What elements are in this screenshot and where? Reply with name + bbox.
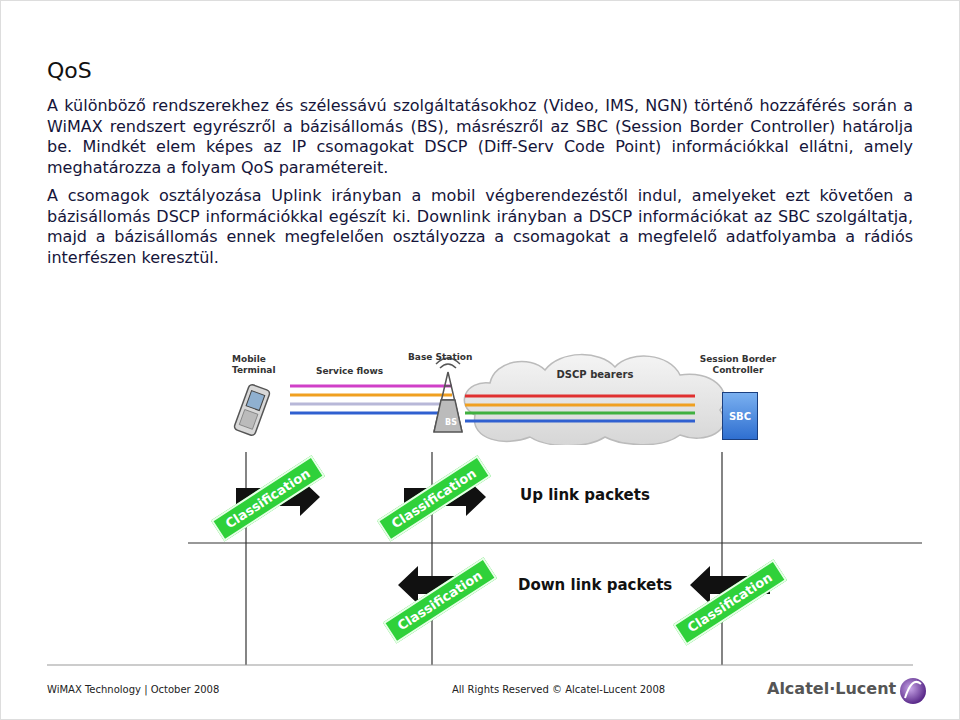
footer-text: All Rights Reserved © Alcatel-Lucent 200…: [452, 684, 692, 696]
tower-label: BS: [441, 418, 461, 428]
body-paragraph: A csomagok osztályozása Uplink irányban …: [47, 186, 913, 268]
device-label: Mobile Terminal: [232, 354, 282, 376]
network-cloud: DSCP bearers: [455, 345, 735, 445]
base-station-tower: [434, 358, 462, 432]
footer-text: WiMAX Technology | October 2008: [47, 684, 267, 696]
unit-label: SBC: [729, 411, 751, 422]
timeline-lines: [188, 452, 922, 665]
unit-heading: Session Border Controller: [692, 354, 784, 376]
cloud-label: DSCP bearers: [455, 369, 735, 380]
classification-tag: Classification: [673, 559, 787, 645]
service-flow-lines: [290, 386, 452, 413]
packet-arrows: [236, 478, 770, 604]
logo-swoosh: [905, 682, 921, 698]
slide-title: QoS: [47, 58, 92, 83]
device-label: Base Station: [408, 352, 488, 363]
direction-label: Up link packets: [520, 486, 720, 504]
sbc-box: SBC: [722, 392, 758, 440]
body-paragraph: A különböző rendszerekhez és szélessávú …: [47, 96, 913, 178]
footer-rule: [47, 665, 913, 666]
sbc-unit: Session Border ControllerSBC: [692, 354, 784, 440]
direction-label: Down link packets: [518, 576, 718, 594]
company-logo-text: Alcatel·Lucent: [767, 679, 896, 699]
logo-mark: [900, 678, 926, 704]
classification-tag: Classification: [383, 557, 497, 643]
cloud-shape: [455, 345, 735, 445]
mobile-terminal-icon: [233, 384, 270, 437]
flow-label: Service flows: [316, 366, 406, 377]
